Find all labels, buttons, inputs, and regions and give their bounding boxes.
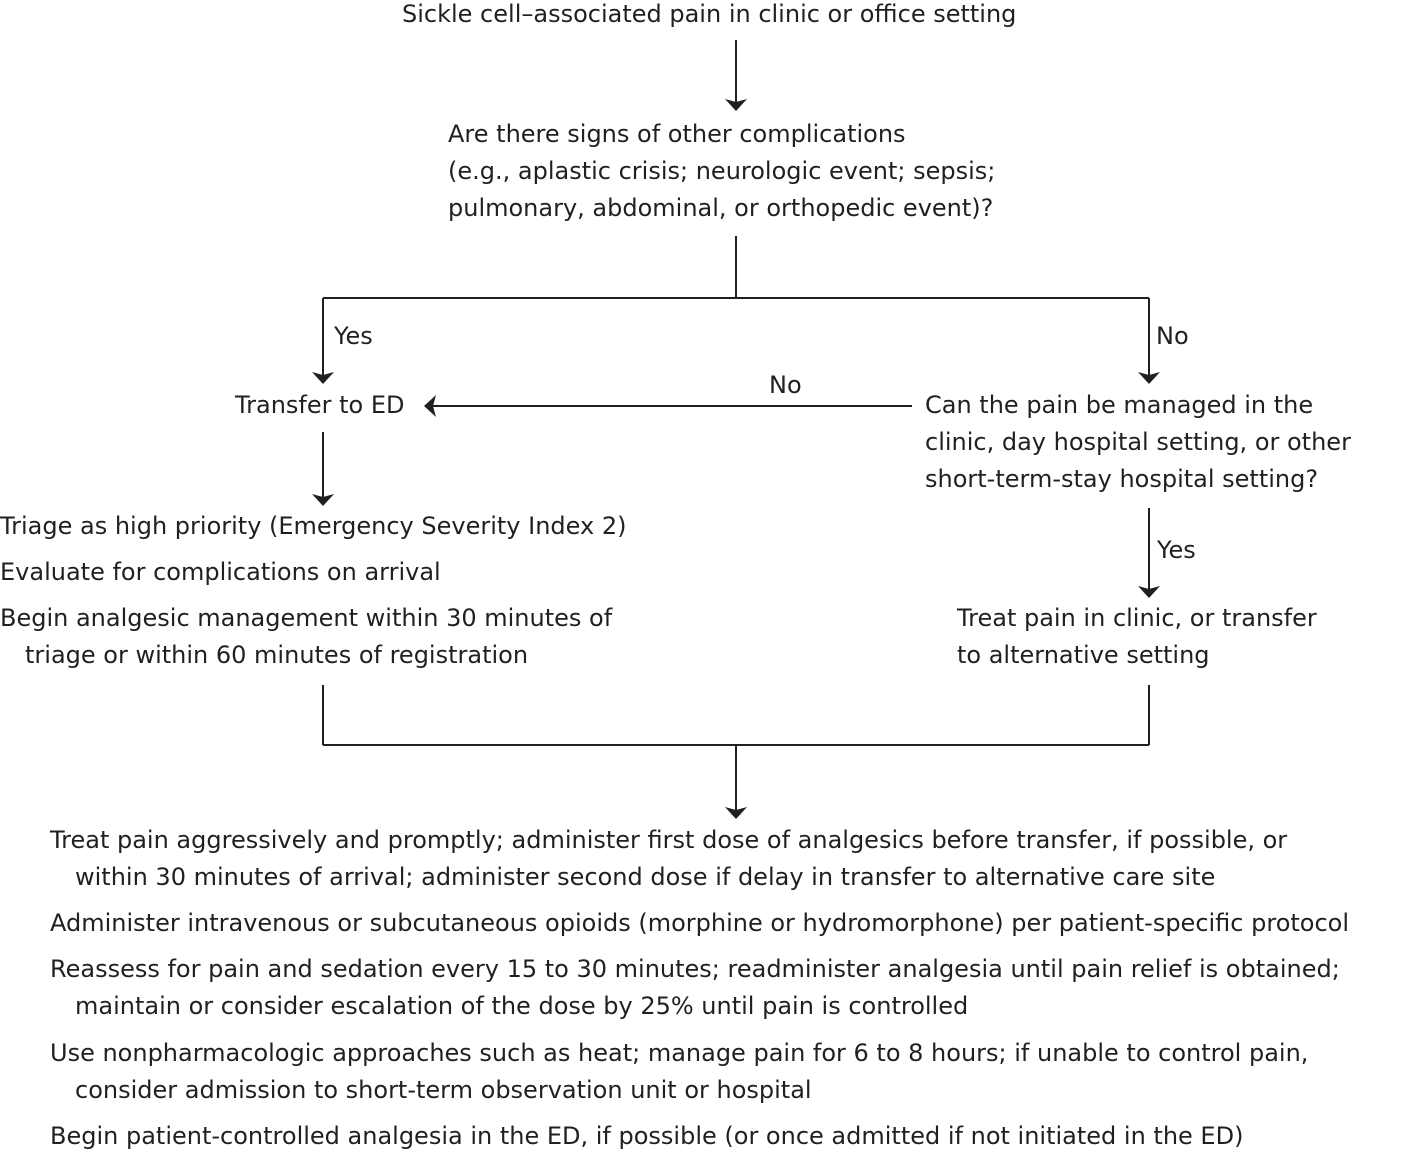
ed-step-line: triage or within 60 minutes of registrat… [25, 641, 529, 669]
final-step-opioids: Administer intravenous or subcutaneous o… [50, 905, 1349, 942]
transfer-ed-node: Transfer to ED [235, 387, 405, 424]
final-step-line: maintain or consider escalation of the d… [75, 992, 969, 1020]
ed-step-triage: Triage as high priority (Emergency Sever… [0, 508, 626, 545]
final-step-line: Use nonpharmacologic approaches such as … [50, 1039, 1309, 1067]
manage-question-line: clinic, day hospital setting, or other [925, 428, 1351, 456]
ed-step-line: Begin analgesic management within 30 min… [0, 604, 613, 632]
edge-label-yes: Yes [334, 322, 373, 350]
final-step-reassess: Reassess for pain and sedation every 15 … [50, 951, 1340, 1025]
start-node: Sickle cell–associated pain in clinic or… [402, 0, 1016, 33]
final-step-line: Begin patient-controlled analgesia in th… [50, 1122, 1244, 1150]
treat-clinic-node: Treat pain in clinic, or transfer to alt… [957, 600, 1317, 674]
manage-question-line: Can the pain be managed in the [925, 391, 1314, 419]
ed-step-analgesic: Begin analgesic management within 30 min… [0, 600, 612, 674]
ed-step-evaluate: Evaluate for complications on arrival [0, 554, 441, 591]
transfer-ed-text: Transfer to ED [235, 391, 405, 419]
treat-clinic-line: Treat pain in clinic, or transfer [957, 604, 1317, 632]
complications-question-line: Are there signs of other complications [448, 120, 906, 148]
final-step-line: Reassess for pain and sedation every 15 … [50, 955, 1340, 983]
complications-question-node: Are there signs of other complications (… [448, 116, 995, 227]
final-step-line: consider admission to short-term observa… [75, 1076, 812, 1104]
final-step-line: within 30 minutes of arrival; administer… [75, 863, 1216, 891]
treat-clinic-line: to alternative setting [957, 641, 1210, 669]
complications-question-line: pulmonary, abdominal, or orthopedic even… [448, 194, 994, 222]
manage-question-line: short-term-stay hospital setting? [925, 465, 1319, 493]
complications-question-line: (e.g., aplastic crisis; neurologic event… [448, 157, 996, 185]
final-step-line: Administer intravenous or subcutaneous o… [50, 909, 1350, 937]
final-step-pca: Begin patient-controlled analgesia in th… [50, 1118, 1243, 1155]
final-step-treat-aggressively: Treat pain aggressively and promptly; ad… [50, 822, 1287, 896]
ed-step-line: Triage as high priority (Emergency Sever… [0, 512, 627, 540]
final-step-nonpharmacologic: Use nonpharmacologic approaches such as … [50, 1035, 1308, 1109]
ed-step-line: Evaluate for complications on arrival [0, 558, 441, 586]
start-node-text: Sickle cell–associated pain in clinic or… [402, 0, 1017, 28]
final-step-line: Treat pain aggressively and promptly; ad… [50, 826, 1288, 854]
manage-question-node: Can the pain be managed in the clinic, d… [925, 387, 1351, 498]
edge-label-manage-no: No [769, 371, 802, 399]
edge-label-no: No [1156, 322, 1189, 350]
edge-label-manage-yes: Yes [1157, 536, 1196, 564]
